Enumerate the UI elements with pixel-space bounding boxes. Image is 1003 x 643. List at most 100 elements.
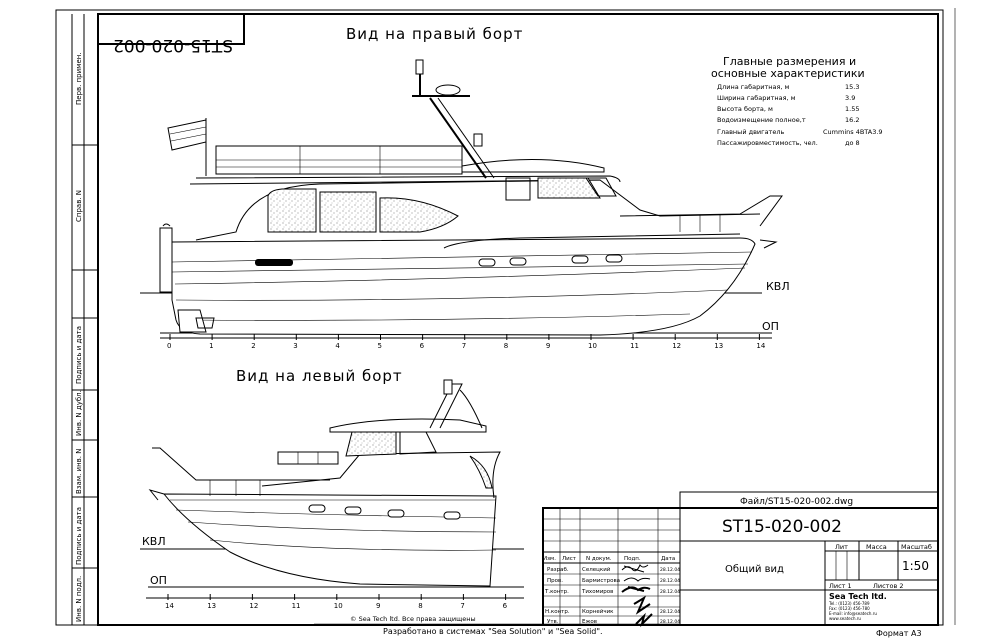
cabin-window-left bbox=[469, 455, 493, 489]
right-view-title: Вид на правый борт bbox=[346, 25, 523, 43]
title-block: Файл/ST15-020-002.dwg ST15-020-002 Общий… bbox=[542, 491, 939, 628]
kvl-label-bottom: КВЛ bbox=[142, 535, 166, 548]
bow-rail-left bbox=[152, 447, 330, 481]
mass-label: Масса bbox=[866, 543, 887, 551]
lit-label: Лит bbox=[835, 543, 848, 551]
wheelhouse-window-left bbox=[345, 431, 397, 457]
name-norm-control: Корнейчик bbox=[582, 608, 614, 615]
col-change: Изм. bbox=[543, 556, 556, 562]
name-tech-control: Тихомиров bbox=[581, 589, 613, 595]
radar-dome bbox=[435, 84, 461, 96]
scale-value: 1:50 bbox=[902, 559, 929, 573]
ruler-bottom-label: 8 bbox=[418, 602, 422, 610]
name-checker: Бармистрова bbox=[582, 578, 620, 584]
margin-label-signature-1: Подпись и дата bbox=[75, 326, 83, 384]
company-detail-2: Fax: (0123) 456-780 bbox=[829, 606, 870, 611]
signature-checker bbox=[623, 577, 651, 582]
ruler-bottom-label: 9 bbox=[376, 602, 380, 610]
cabin-window-3 bbox=[379, 197, 459, 233]
developed-in: Разработано в системах "Sea Solution" и … bbox=[383, 627, 603, 636]
date-norm-control: 28.12.04 bbox=[660, 609, 680, 615]
hardtop-left bbox=[329, 418, 487, 433]
ruler-top-label: 4 bbox=[335, 342, 340, 350]
sheet-number: Лист 1 bbox=[829, 582, 852, 590]
ruler-top-label: 8 bbox=[504, 342, 508, 350]
dim-value-engine: Cummins 4BTA3.9 bbox=[823, 128, 883, 136]
ruler-top-label: 6 bbox=[420, 342, 425, 350]
role-checker: Пров. bbox=[547, 578, 563, 584]
drawing-name: Общий вид bbox=[725, 564, 784, 575]
dim-value-displacement: 16.2 bbox=[845, 116, 859, 124]
col-date: Дата bbox=[661, 556, 675, 562]
bow-rail bbox=[619, 195, 783, 227]
boat-left-side-view: КВЛ ОП bbox=[140, 379, 524, 588]
col-sheet: Лист bbox=[562, 556, 577, 562]
date-checker: 28.12.04 bbox=[660, 578, 680, 584]
margin-label-signature-2: Подпись и дата bbox=[75, 507, 83, 565]
ruler-top-label: 14 bbox=[756, 342, 765, 350]
file-name: Файл/ST15-020-002.dwg bbox=[740, 497, 853, 507]
ruler-bottom-label: 10 bbox=[334, 602, 343, 610]
rudder bbox=[177, 309, 207, 333]
name-developer: Селецкий bbox=[582, 566, 611, 573]
dim-label-passengers: Пассажировместимость, чел. bbox=[717, 139, 818, 147]
company-name: Sea Tech ltd. bbox=[829, 592, 887, 601]
ruler-bottom-label: 14 bbox=[165, 602, 174, 610]
op-label-bottom: ОП bbox=[150, 574, 167, 587]
kvl-label-top: КВЛ bbox=[766, 280, 790, 293]
ruler-top-label: 11 bbox=[630, 342, 639, 350]
company-detail-3: E-mail: info@seatech.ru bbox=[829, 611, 877, 616]
date-tech-control: 28.12.04 bbox=[660, 589, 680, 595]
flag bbox=[167, 119, 207, 151]
inner-frame bbox=[97, 13, 939, 626]
dimensions-table: Главные размерения и основные характерис… bbox=[711, 55, 883, 147]
margin-label-dup: Инв. N дубл. bbox=[75, 390, 83, 436]
side-margin: Перв. примен. Справ. N Подпись и дата Ин… bbox=[71, 14, 98, 625]
cabin-window-1 bbox=[267, 188, 317, 233]
ruler-bottom-label: 12 bbox=[249, 602, 258, 610]
drawing-code: ST15-020-002 bbox=[722, 517, 842, 537]
mirrored-code-box: ST15-020-002 bbox=[97, 13, 245, 55]
mast-light bbox=[415, 59, 424, 75]
role-tech-control: Т.контр. bbox=[544, 589, 569, 595]
ruler-top-label: 9 bbox=[546, 342, 550, 350]
dim-label-length: Длина габаритная, м bbox=[717, 83, 790, 91]
scale-label: Масштаб bbox=[901, 543, 932, 551]
role-developer: Разраб. bbox=[547, 567, 569, 573]
ruler-top-label: 5 bbox=[378, 342, 382, 350]
ruler-bottom-label: 7 bbox=[460, 602, 464, 610]
cabin-window-2 bbox=[319, 191, 377, 233]
ruler-top-label: 1 bbox=[209, 342, 213, 350]
role-approved: Утв. bbox=[547, 619, 559, 625]
role-norm-control: Н.контр. bbox=[545, 609, 570, 615]
company-detail-4: www.seatech.ru bbox=[829, 616, 861, 621]
signature-tech-control bbox=[621, 586, 651, 593]
col-sign: Подп. bbox=[624, 556, 641, 562]
margin-label-replace: Взам. инв. N bbox=[75, 449, 83, 494]
dimensions-title-1: Главные размерения и bbox=[723, 55, 856, 68]
dim-value-length: 15.3 bbox=[845, 83, 859, 91]
dimensions-title-2: основные характеристики bbox=[711, 67, 865, 80]
dim-label-width: Ширина габаритная, м bbox=[717, 94, 796, 102]
ruler-bottom-label: 13 bbox=[207, 602, 216, 610]
boat-right-side-view: КВЛ ОП bbox=[140, 59, 790, 336]
copyright: © Sea Tech ltd. Все права защищены bbox=[350, 615, 476, 623]
left-view-title: Вид на левый борт bbox=[236, 367, 403, 385]
ruler-top-label: 7 bbox=[462, 342, 466, 350]
ruler-top-label: 13 bbox=[714, 342, 723, 350]
ruler-bottom-label: 6 bbox=[503, 602, 508, 610]
portholes-left bbox=[308, 504, 461, 520]
paper-format: Формат А3 bbox=[876, 629, 922, 638]
signature-approved bbox=[635, 612, 653, 628]
dim-label-engine: Главный двигатель bbox=[717, 128, 784, 136]
dim-label-displacement: Водоизмещение полное,т bbox=[717, 116, 806, 124]
ruler-top-label: 10 bbox=[588, 342, 597, 350]
signature-norm-control bbox=[633, 595, 651, 615]
ruler-top-label: 12 bbox=[672, 342, 681, 350]
margin-label-orig: Инв. N подл. bbox=[75, 576, 83, 622]
hull-left bbox=[162, 493, 497, 587]
ruler-top-label: 0 bbox=[167, 342, 171, 350]
